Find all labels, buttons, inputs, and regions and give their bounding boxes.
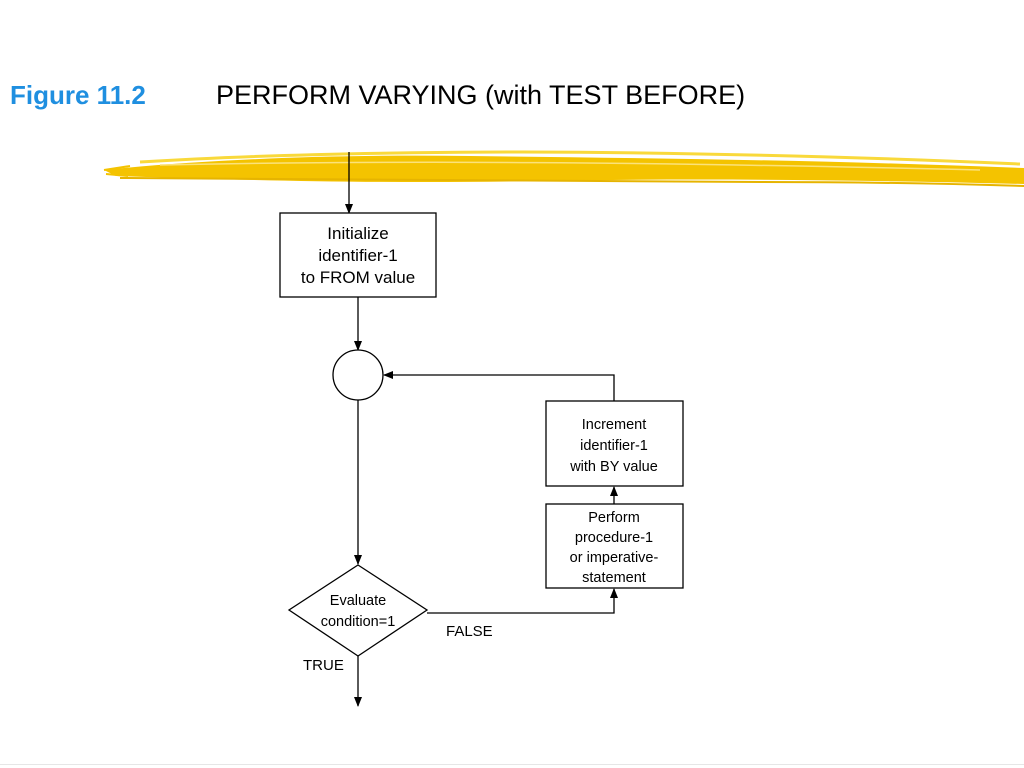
perform-box: Perform procedure-1 or imperative- state… (545, 503, 684, 589)
evaluate-line-1: Evaluate (330, 593, 386, 609)
arrow-increment-to-connector (383, 371, 615, 401)
perform-line-3: or imperative- (570, 550, 659, 566)
page-title: PERFORM VARYING (with TEST BEFORE) (216, 80, 746, 110)
perform-line-1: Perform (588, 510, 640, 526)
initialize-box: Initialize identifier-1 to FROM value (279, 212, 437, 298)
increment-line-3: with BY value (569, 459, 658, 475)
highlighter-stroke (103, 150, 1024, 187)
increment-line-2: identifier-1 (580, 438, 648, 454)
true-label: TRUE (303, 657, 344, 674)
initialize-line-3: to FROM value (301, 268, 415, 287)
false-label: FALSE (446, 623, 493, 640)
initialize-line-1: Initialize (327, 224, 388, 243)
increment-line-1: Increment (582, 417, 646, 433)
initialize-line-2: identifier-1 (318, 246, 397, 265)
connector-circle (332, 349, 384, 401)
figure-label: Figure 11.2 (10, 80, 146, 110)
arrow-false-to-perform (427, 588, 618, 614)
bottom-divider (0, 764, 1024, 765)
evaluate-decision: Evaluate condition=1 (287, 564, 429, 657)
perform-line-2: procedure-1 (575, 530, 653, 546)
evaluate-line-2: condition=1 (321, 614, 396, 630)
increment-box: Increment identifier-1 with BY value (545, 400, 684, 487)
perform-line-4: statement (582, 570, 646, 586)
